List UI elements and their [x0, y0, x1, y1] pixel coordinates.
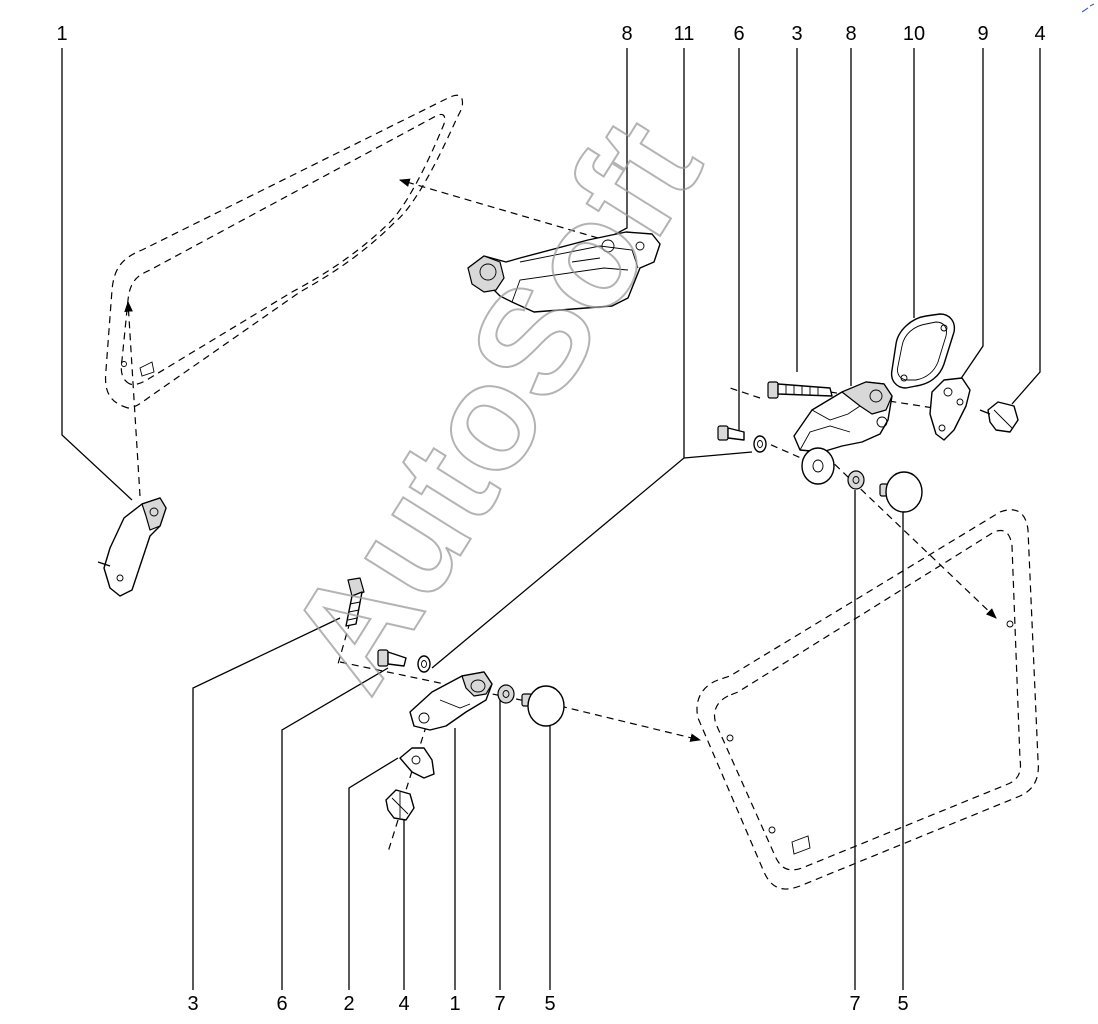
washer-right	[753, 435, 767, 453]
clip-lower	[385, 789, 415, 821]
lower-window-outline	[696, 509, 1039, 890]
mounting-plate	[929, 377, 971, 441]
callout-top-2: 8	[621, 23, 632, 45]
callout-top-9: 4	[1034, 23, 1045, 45]
callout-bottom-3: 2	[343, 993, 354, 1015]
hinge-upper	[467, 231, 661, 313]
plate-lower	[399, 747, 435, 779]
washer-lower	[417, 655, 431, 673]
bolt-lower	[345, 577, 365, 627]
callout-bottom-5: 1	[449, 993, 460, 1015]
watermark-logo: AutoSoft	[254, 90, 734, 718]
callout-bottom-8: 7	[849, 993, 860, 1015]
hinge-disc-right	[801, 447, 835, 485]
hinge-bracket-left	[97, 497, 167, 597]
callout-top-4: 6	[733, 23, 744, 45]
callout-top-1: 1	[56, 23, 67, 45]
callout-labels-top: 1 8 11 6 3 8 10 9 4	[56, 23, 1045, 45]
screw-right	[717, 425, 745, 441]
callout-bottom-1: 3	[187, 993, 198, 1015]
upper-window-outline	[104, 94, 464, 409]
callout-bottom-4: 4	[398, 993, 409, 1015]
corner-mark	[1081, 3, 1095, 13]
callout-bottom-7: 5	[544, 993, 555, 1015]
bolt-right	[767, 381, 833, 399]
hinge-right	[793, 381, 893, 453]
callout-top-6: 8	[845, 23, 856, 45]
clip-right	[979, 401, 1019, 433]
callout-bottom-9: 5	[897, 993, 908, 1015]
leader-lines	[61, 48, 1041, 990]
callout-top-3: 11	[674, 23, 695, 45]
cap-lower	[521, 685, 565, 727]
hinge-bracket-lower	[409, 671, 493, 731]
callout-bottom-2: 6	[276, 993, 287, 1015]
bushing-lower	[497, 684, 515, 704]
callout-top-8: 9	[977, 23, 988, 45]
callout-top-5: 3	[791, 23, 802, 45]
screw-lower	[377, 649, 407, 667]
bushing-right	[847, 470, 865, 490]
callout-top-7: 10	[903, 23, 925, 45]
watermark-text: AutoSoft	[255, 91, 733, 717]
callout-labels-bottom: 3 6 2 4 1 7 5 7 5	[187, 993, 908, 1015]
gasket	[890, 313, 956, 389]
callout-bottom-6: 7	[494, 993, 505, 1015]
cap-right	[879, 471, 923, 513]
